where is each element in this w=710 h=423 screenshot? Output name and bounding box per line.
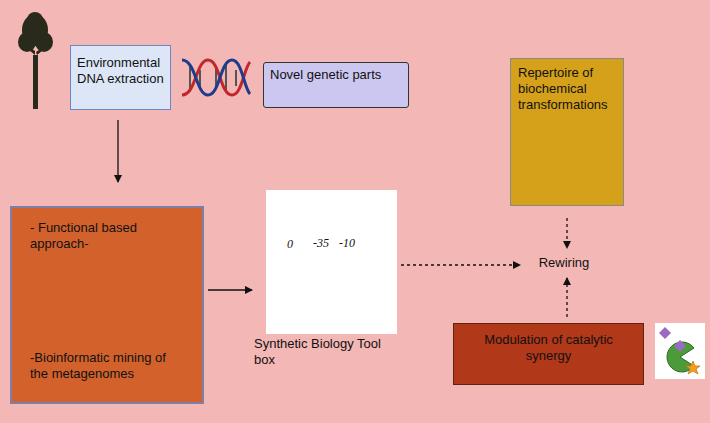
dashed-arrow [401,264,520,265]
dna-helix-icon [182,60,250,95]
node-text: Modulation of catalytic synergy [464,332,633,364]
tree-icon [18,12,53,109]
rewiring-node: Rewiring [522,252,606,274]
dashed-arrow [566,278,567,317]
node-text: - Functional based approach- [30,220,172,252]
promoter-label: 0 [287,237,293,251]
process-box: Environmental DNA extraction [70,45,171,110]
promoter-label: -10 [339,236,355,250]
arrow [208,289,252,290]
arrow [117,120,118,182]
node-text: Environmental DNA extraction [77,55,166,87]
enzyme-icon [655,323,705,379]
node-body-text: -Bioinformatic mining of the metagenomes [30,350,172,382]
process-box: Novel genetic parts [263,62,409,108]
approach-panel: - Functional based approach- -Bioinformat… [10,206,204,404]
toolbox-panel: Synthetic Biology Tool box [266,190,397,334]
node-text: Repertoire of biochemical transformation… [518,65,618,113]
node-text: Novel genetic parts [270,67,402,83]
node-text: Rewiring [522,255,606,271]
process-box: Repertoire of biochemical transformation… [510,58,624,206]
promoter-label: -35 [313,236,329,250]
toolbox-heading: Synthetic Biology Tool box [254,336,404,368]
process-box: Modulation of catalytic synergy [453,323,644,385]
dashed-arrow [566,218,567,248]
